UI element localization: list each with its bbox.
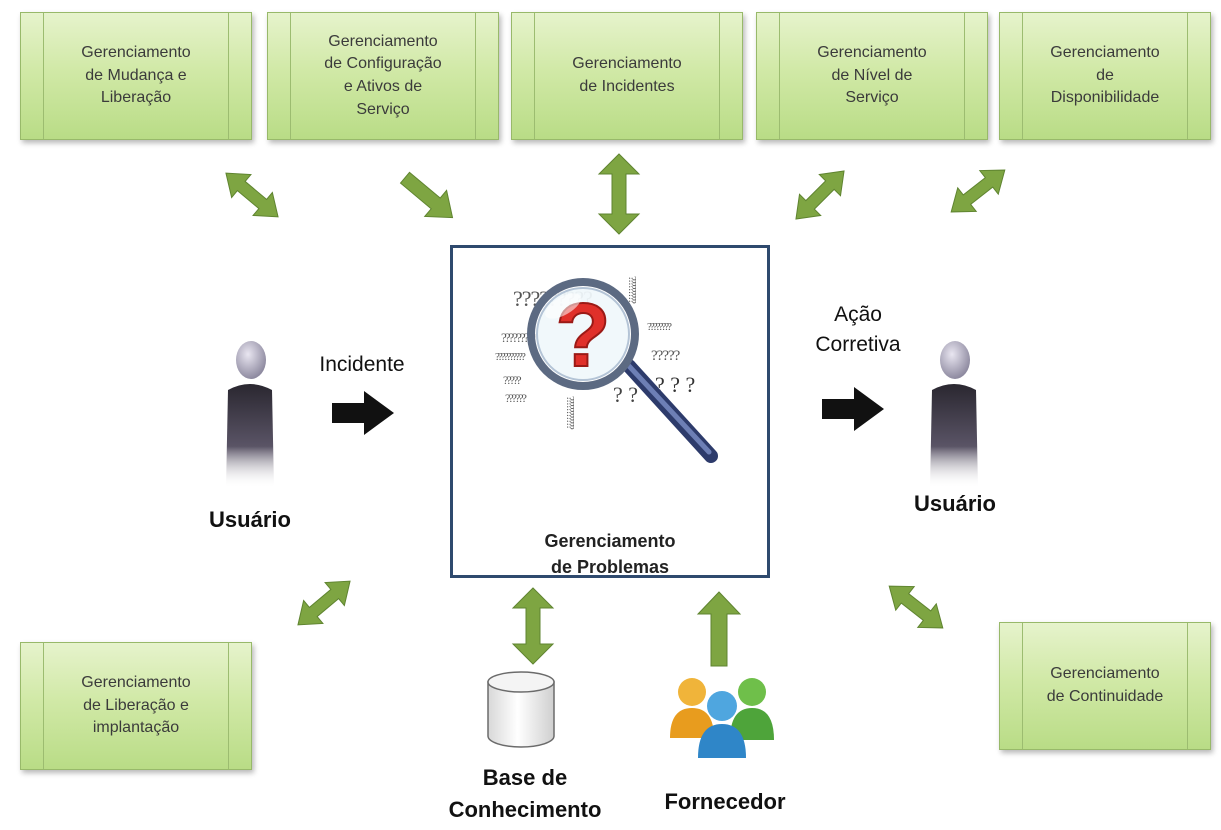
- double-arrow-icon: [594, 152, 644, 236]
- svg-text:????????: ????????: [647, 321, 672, 333]
- process-label: Gerenciamento de Incidentes: [572, 55, 682, 95]
- knowledge-base-label: Base de Conhecimento: [448, 765, 602, 822]
- problem-management-panel: ????????? ????????? ?????????? ????? ???…: [450, 245, 770, 578]
- left-user-label: Usuário: [209, 507, 291, 532]
- process-box-liberacao-implantacao: Gerenciamento de Liberação e implantação: [20, 642, 252, 770]
- svg-text:?????: ?????: [651, 348, 681, 364]
- process-box-configuracao-ativos: Gerenciamento de Configuração e Ativos d…: [267, 12, 499, 140]
- double-arrow-icon: [212, 162, 292, 228]
- process-label: Gerenciamento de Liberação e implantação: [81, 673, 191, 737]
- corrective-action-label: Ação Corretiva: [815, 303, 901, 357]
- process-label: Gerenciamento de Disponibilidade: [1050, 43, 1160, 107]
- arrow-down-right-icon: [388, 162, 468, 232]
- arrow-up-icon: [694, 590, 744, 668]
- magnifier-question-icon: ????????? ????????? ?????????? ????? ???…: [483, 256, 745, 481]
- right-user-label: Usuário: [914, 491, 996, 516]
- process-label: Gerenciamento de Configuração e Ativos d…: [324, 32, 442, 118]
- svg-text:???????????: ???????????: [564, 396, 576, 430]
- problem-management-label: Gerenciamento de Problemas: [544, 531, 676, 578]
- svg-text:?????????: ?????????: [626, 276, 638, 304]
- double-arrow-icon: [508, 586, 558, 666]
- process-label: Gerenciamento de Nível de Serviço: [817, 43, 927, 107]
- double-arrow-icon: [284, 568, 364, 638]
- process-box-mudanca-liberacao: Gerenciamento de Mudança e Liberação: [20, 12, 252, 140]
- database-cylinder-icon: [484, 670, 558, 755]
- process-box-incidentes: Gerenciamento de Incidentes: [511, 12, 743, 140]
- svg-text:? ?: ? ?: [613, 382, 638, 407]
- people-group-icon: [664, 668, 782, 765]
- double-arrow-icon: [780, 160, 860, 230]
- svg-text:??????: ??????: [505, 391, 527, 405]
- arrow-right-icon: [820, 384, 886, 434]
- process-label: Gerenciamento de Mudança e Liberação: [81, 43, 191, 107]
- process-box-continuidade: Gerenciamento de Continuidade: [999, 622, 1211, 750]
- process-label: Gerenciamento de Continuidade: [1046, 665, 1164, 705]
- process-box-disponibilidade: Gerenciamento de Disponibilidade: [999, 12, 1211, 140]
- incident-label: Incidente: [319, 353, 405, 376]
- user-silhouette-icon: [922, 338, 986, 493]
- svg-text:??????????: ??????????: [495, 351, 526, 363]
- arrow-right-icon: [330, 388, 396, 438]
- double-arrow-icon: [938, 158, 1018, 224]
- svg-text:?????: ?????: [503, 373, 521, 387]
- user-silhouette-icon: [218, 338, 282, 493]
- double-arrow-icon: [876, 572, 956, 642]
- process-box-nivel-servico: Gerenciamento de Nível de Serviço: [756, 12, 988, 140]
- supplier-label: Fornecedor: [664, 789, 786, 814]
